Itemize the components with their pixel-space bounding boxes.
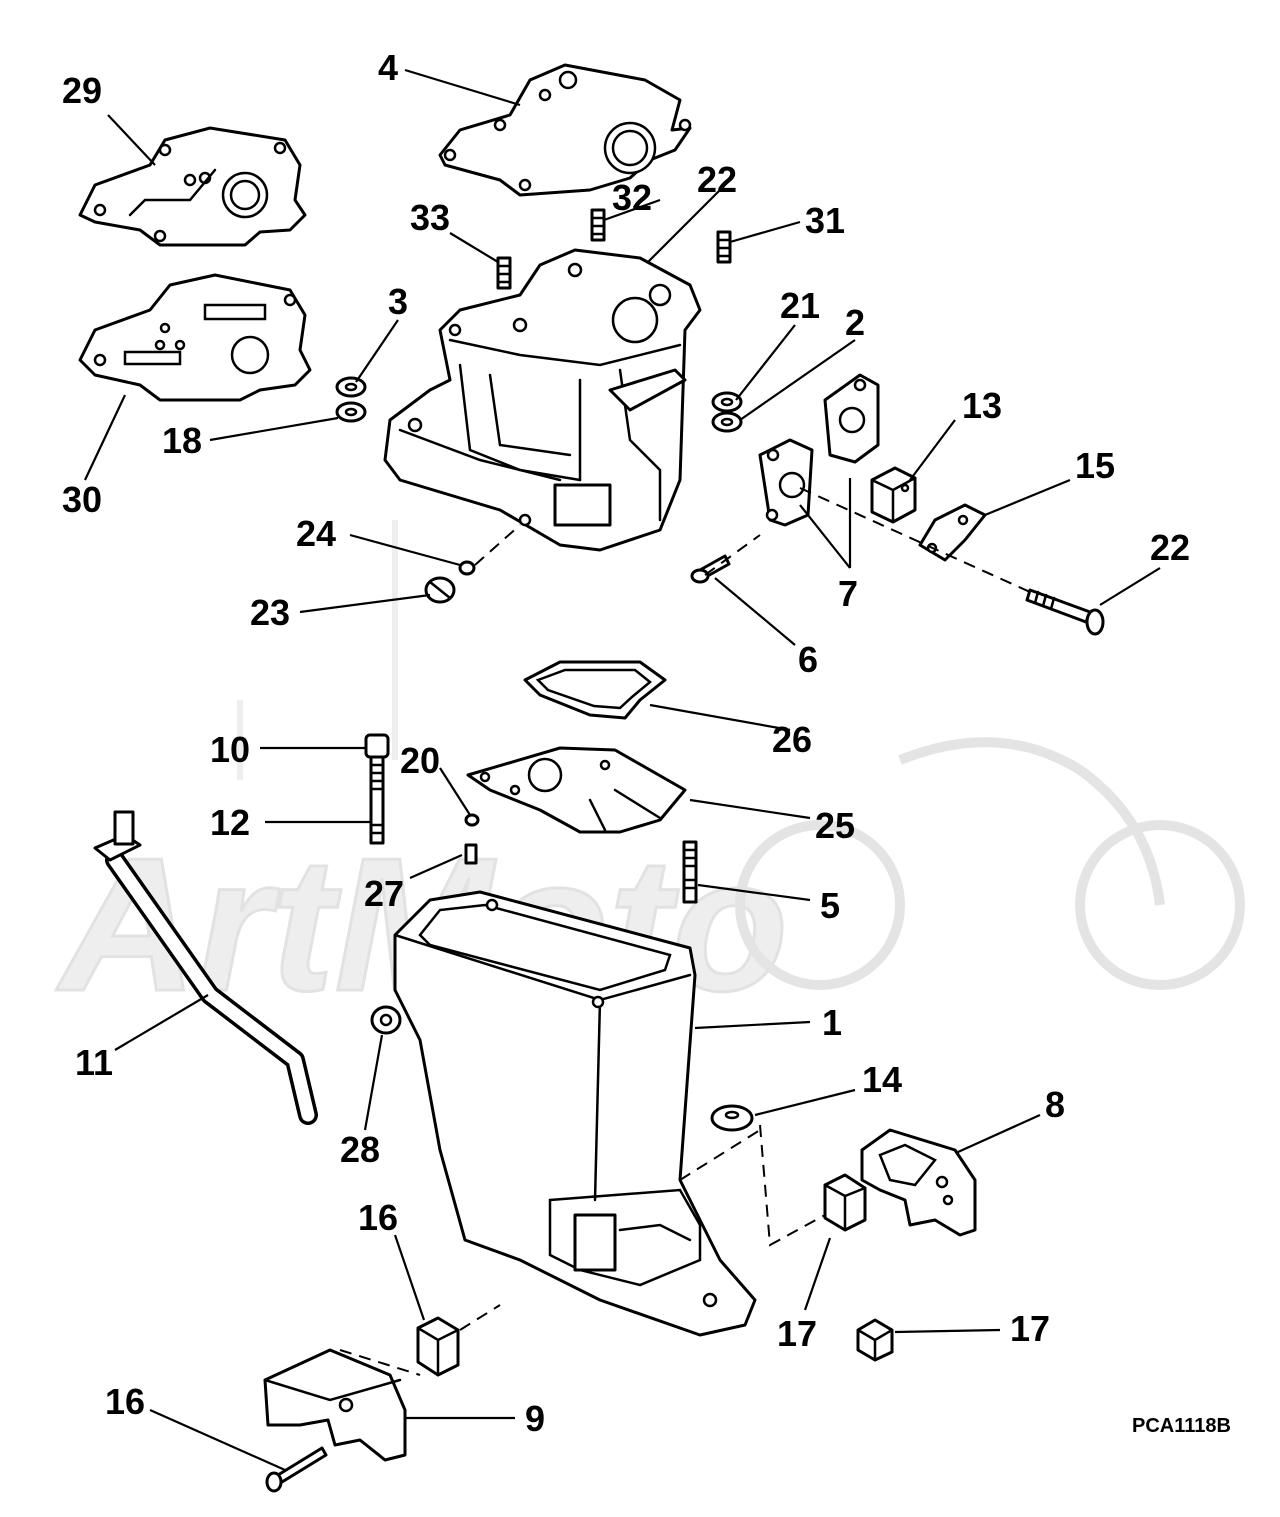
screw-28 [464,843,478,865]
plug-24 [424,576,456,604]
mount-8 [860,1128,977,1237]
callout-14: 14 [862,1059,902,1100]
callout-18: 17 [1010,1308,1050,1349]
grommet-14 [710,1104,754,1132]
rubber-block-17-left [416,1316,460,1377]
callout-17-right: 17 [777,1313,817,1354]
callout-21: 21 [780,285,820,326]
rubber-block-13 [870,466,917,524]
o-ring-25 [458,560,476,576]
nut-3 [335,376,367,398]
stud-32 [716,230,732,264]
callout-7: 7 [838,573,858,614]
callout-23: 22 [697,159,737,200]
callout-20: 20 [400,740,440,781]
plate-15 [918,503,987,562]
callout-6: 6 [798,639,818,680]
callout-33: 32 [612,177,652,218]
stud-12 [369,755,385,845]
callout-9: 9 [525,1398,545,1439]
exhaust-housing-23 [383,248,702,552]
nut-21 [711,391,743,413]
callout-26: 25 [815,805,855,846]
assembly-lines [339,487,1031,1376]
callout-34: 33 [410,197,450,238]
callout-25: 24 [296,513,336,554]
callout-3: 3 [388,281,408,322]
watermark-motorcycle-icon [735,737,1245,990]
mount-7 [758,373,880,527]
bolt-16 [265,1446,328,1493]
stud-33 [590,208,606,242]
callout-16: 16 [105,1381,145,1422]
callout-17-left: 16 [358,1197,398,1238]
callout-22: 22 [1150,527,1190,568]
callout-2: 2 [845,302,865,343]
stud-5 [682,840,698,904]
cap-10 [364,733,390,759]
callout-13: 13 [962,385,1002,426]
mount-9 [263,1348,407,1462]
gasket-27 [523,660,667,720]
callout-15: 15 [1075,445,1115,486]
bolt-22 [1025,588,1105,636]
callout-31: 30 [62,479,102,520]
nut-19 [335,401,367,423]
callout-12: 12 [210,802,250,843]
tube-11 [93,810,318,1125]
callout-19: 18 [162,420,202,461]
washer-2 [711,411,743,433]
callout-24: 23 [250,592,290,633]
callout-11: 11 [75,1042,113,1083]
leader-lines [84,68,1161,1472]
callout-28: 27 [364,873,404,914]
callout-1: 1 [822,1002,842,1043]
gasket-4 [438,63,692,197]
gasket-30 [78,126,307,247]
watermark-spire-icon [237,520,398,780]
plate-31 [78,273,312,402]
plate-26 [466,746,687,834]
callout-30: 29 [62,70,102,111]
pin-20 [464,813,480,827]
drawing-code: PCA1118B [1132,1415,1231,1437]
callout-32: 31 [805,200,845,241]
rubber-block-17-right [823,1173,867,1232]
callout-4: 4 [378,47,398,88]
driveshaft-housing-1 [393,890,757,1337]
callout-labels: 29 4 22 32 31 33 3 21 2 18 30 13 15 22 2… [62,47,1231,1439]
stud-34 [496,256,512,290]
screw-6 [690,554,731,584]
callout-5: 5 [820,885,840,926]
rubber-block-18 [856,1318,894,1362]
callout-10: 10 [210,729,250,770]
callout-8: 8 [1045,1084,1065,1125]
callout-27: 26 [772,719,812,760]
grommet-29 [370,1005,402,1035]
callout-29: 28 [340,1129,380,1170]
